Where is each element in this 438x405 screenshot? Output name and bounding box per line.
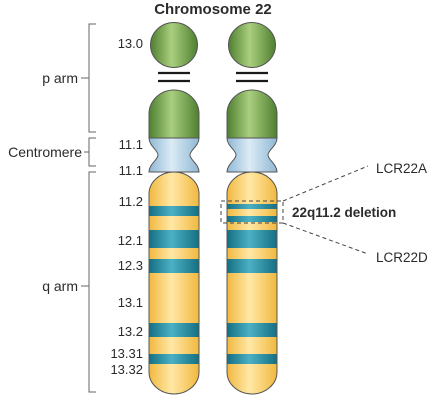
p-arm-short (148, 89, 200, 139)
chromosome-normal (148, 22, 200, 395)
band-label-13-0: 13.0 (118, 36, 143, 51)
q-arm (227, 172, 277, 394)
band-label-11-2: 11.2 (119, 194, 143, 209)
deletion-label: 22q11.2 deletion (292, 205, 396, 220)
chromosome-deleted (226, 22, 278, 395)
centromere-label: Centromere (8, 144, 82, 160)
band-q13-2 (149, 323, 199, 337)
p-arm-bracket (88, 23, 96, 133)
p-arm-satellite (150, 22, 198, 68)
band-label-12-3: 12.3 (118, 258, 143, 273)
band-q11-2-lower (227, 216, 277, 222)
q-arm (149, 172, 199, 394)
band-label-11-1-q: 11.1 (119, 163, 143, 178)
band-label-13-32: 13.32 (110, 362, 143, 377)
band-label-13-31: 13.31 (110, 346, 143, 361)
band-label-12-1: 12.1 (118, 233, 143, 248)
band-label-11-1-p: 11.1 (119, 137, 143, 152)
band-label-13-2: 13.2 (118, 324, 143, 339)
callout-line-upper (282, 165, 369, 202)
q-arm-outline (226, 171, 278, 395)
q-arm-bracket (88, 171, 96, 393)
band-label-13-1: 13.1 (118, 295, 143, 310)
diagram-title: Chromosome 22 (154, 1, 272, 18)
q-arm-label: q arm (42, 278, 78, 294)
centromere (148, 137, 200, 173)
callout-lcr22a: LCR22A (376, 161, 427, 176)
band-q11-2 (149, 206, 199, 216)
callout-line-lower (282, 222, 369, 255)
band-q13-2 (227, 323, 277, 337)
deletion-box (220, 200, 284, 224)
callout-lcr22d: LCR22D (376, 250, 428, 265)
p-arm-label: p arm (42, 70, 78, 86)
band-q12-1 (149, 230, 199, 248)
centromere (226, 137, 278, 173)
band-q11-2-upper (227, 204, 277, 209)
q-arm-outline (148, 171, 200, 395)
band-q12-1 (227, 230, 277, 248)
band-q12-3 (149, 259, 199, 273)
band-q13-31 (227, 354, 277, 364)
band-q12-3 (227, 259, 277, 273)
p-arm-satellite (228, 22, 276, 68)
p-arm-short (226, 89, 278, 139)
band-q13-31 (149, 354, 199, 364)
centromere-bracket (88, 137, 96, 167)
